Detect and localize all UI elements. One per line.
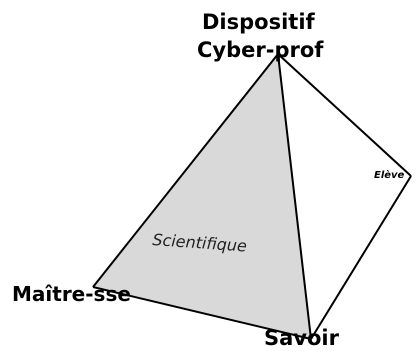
vertex-label-dispositif: Dispositif bbox=[202, 10, 315, 34]
scientific-face bbox=[93, 54, 311, 339]
edge-top-right bbox=[277, 53, 412, 177]
vertex-label-cyber-prof: Cyber-prof bbox=[197, 38, 324, 62]
edge-bottom-right bbox=[310, 175, 412, 340]
edge-top-bottom bbox=[277, 53, 312, 340]
edge-top-left bbox=[92, 53, 279, 288]
edge-left-bottom bbox=[92, 286, 312, 340]
vertex-label-savoir: Savoir bbox=[264, 326, 339, 350]
vertex-label-maitre: Maître-sse bbox=[12, 282, 131, 306]
vertex-label-eleve: Elève bbox=[374, 170, 405, 181]
